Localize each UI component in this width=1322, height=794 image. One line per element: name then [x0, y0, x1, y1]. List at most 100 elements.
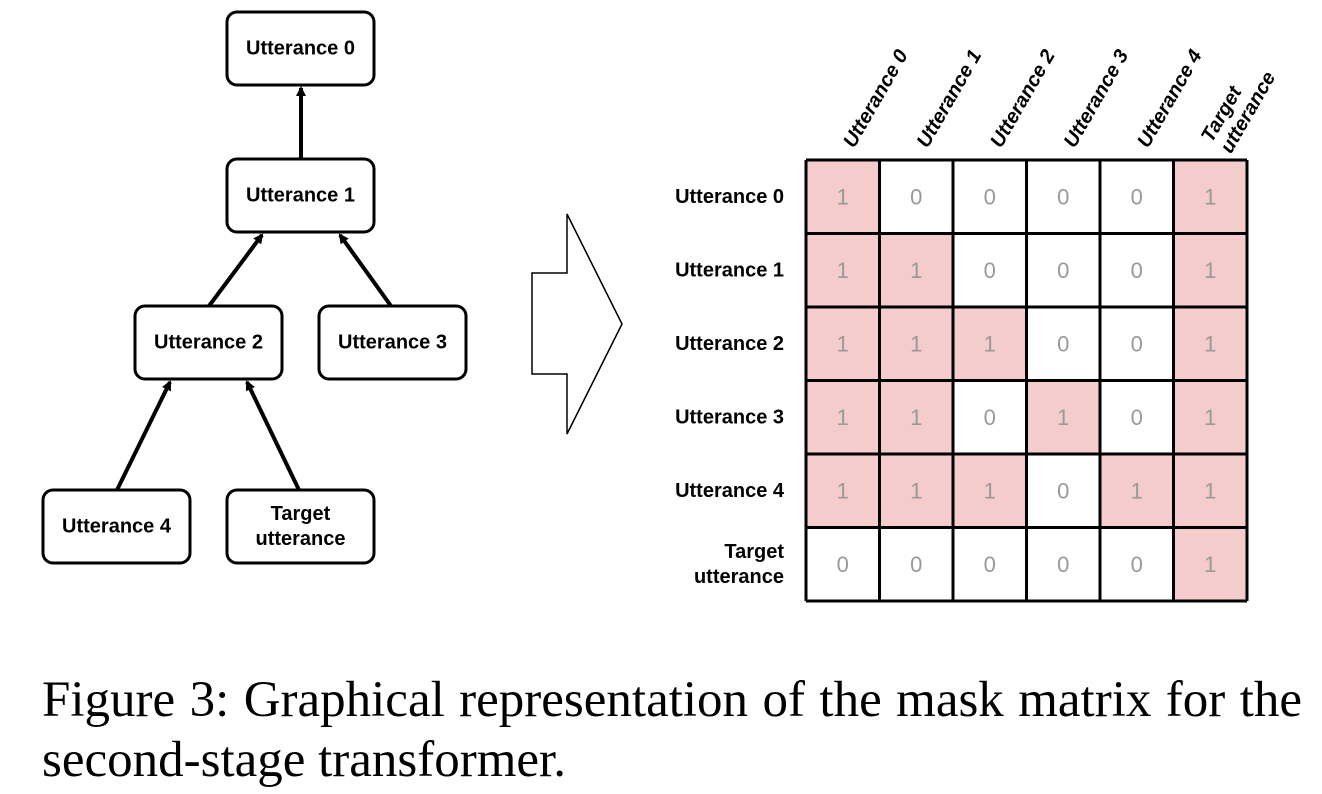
matrix-cell-r2-c1: 1 [879, 307, 953, 381]
matrix-cell-r5-c5: 1 [1173, 527, 1247, 601]
cell-value: 1 [910, 405, 922, 430]
matrix-cell-r1-c4: 0 [1100, 233, 1174, 307]
cell-fill [806, 527, 880, 601]
edge-target-to-u2 [245, 380, 301, 491]
cell-fill [1100, 380, 1174, 454]
node-box [225, 157, 376, 234]
cell-value: 1 [910, 258, 922, 283]
matrix-cell-r4-c2: 1 [953, 454, 1027, 528]
matrix-cell-r1-c0: 1 [806, 233, 880, 307]
matrix-cell-r2-c5: 1 [1173, 307, 1247, 381]
cell-fill [1026, 233, 1100, 307]
matrix-cell-r5-c1: 0 [879, 527, 953, 601]
cell-value: 0 [910, 552, 922, 577]
cell-fill [953, 527, 1027, 601]
cell-fill [1100, 160, 1174, 234]
cell-fill [953, 454, 1027, 528]
matrix-cell-r3-c0: 1 [806, 380, 880, 454]
edge-u2-to-u1 [207, 233, 264, 308]
cell-value: 1 [1204, 478, 1216, 503]
matrix-cell-r5-c2: 0 [953, 527, 1027, 601]
cell-value: 0 [910, 184, 922, 209]
matrix-cell-r0-c1: 0 [879, 160, 953, 234]
tree-node-u1: Utterance 1 [225, 157, 376, 234]
matrix-cell-r5-c3: 0 [1026, 527, 1100, 601]
cell-value: 1 [837, 331, 849, 356]
node-label: Utterance 3 [338, 332, 447, 354]
column-label-text: Utterance 3 [1060, 46, 1134, 151]
cell-fill [879, 307, 953, 381]
matrix-cell-r2-c2: 1 [953, 307, 1027, 381]
cell-value: 0 [984, 258, 996, 283]
row-label-0: Utterance 0 [675, 186, 784, 208]
matrix-cell-r3-c4: 0 [1100, 380, 1174, 454]
column-label-text: Utterance 1 [913, 46, 987, 151]
node-label: Utterance 2 [154, 332, 263, 354]
matrix-cell-r0-c3: 0 [1026, 160, 1100, 234]
tree-node-u4: Utterance 4 [41, 488, 192, 565]
row-label-4: Utterance 4 [675, 480, 785, 502]
row-label-3: Utterance 3 [675, 406, 784, 428]
matrix-cell-r2-c0: 1 [806, 307, 880, 381]
cell-fill [1100, 307, 1174, 381]
row-label-text: Utterance 1 [675, 259, 784, 281]
matrix-cell-r4-c1: 1 [879, 454, 953, 528]
matrix-cell-r4-c5: 1 [1173, 454, 1247, 528]
matrix-cell-r3-c1: 1 [879, 380, 953, 454]
node-label: Utterance 1 [246, 185, 355, 207]
row-label-text: Utterance 4 [675, 480, 785, 502]
column-label-0: Utterance 0 [839, 46, 913, 151]
node-box [225, 10, 376, 87]
matrix-cell-r3-c5: 1 [1173, 380, 1247, 454]
cell-fill [1100, 527, 1174, 601]
matrix-cell-r5-c4: 0 [1100, 527, 1174, 601]
cell-fill [1100, 233, 1174, 307]
cell-value: 1 [910, 331, 922, 356]
column-label-text: Utterance 4 [1133, 46, 1207, 151]
matrix-cell-r0-c4: 0 [1100, 160, 1174, 234]
tree-node-u2: Utterance 2 [133, 304, 284, 381]
cell-value: 1 [837, 405, 849, 430]
matrix-cell-r5-c0: 0 [806, 527, 880, 601]
cell-fill [806, 307, 880, 381]
dependency-tree: Utterance 0 Utterance 1 Utterance 2 Utteran… [41, 10, 468, 565]
column-label-1: Utterance 1 [913, 46, 987, 151]
cell-fill [1173, 454, 1247, 528]
cell-fill [953, 233, 1027, 307]
cell-fill [1173, 160, 1247, 234]
cell-value: 1 [837, 184, 849, 209]
cell-fill [1173, 527, 1247, 601]
cell-value: 0 [1131, 258, 1143, 283]
cell-fill [879, 160, 953, 234]
edge-u4-to-u2 [115, 380, 172, 491]
matrix-cell-r1-c1: 1 [879, 233, 953, 307]
cell-fill [1173, 233, 1247, 307]
cell-fill [806, 160, 880, 234]
cell-fill [879, 527, 953, 601]
cell-value: 1 [984, 478, 996, 503]
row-label-text: Utterance 0 [675, 186, 784, 208]
cell-fill [1026, 307, 1100, 381]
node-box [225, 488, 376, 565]
cell-value: 0 [1057, 258, 1069, 283]
cell-value: 1 [910, 478, 922, 503]
cell-value: 0 [984, 405, 996, 430]
matrix-cell-r3-c2: 0 [953, 380, 1027, 454]
cell-fill [953, 160, 1027, 234]
cell-value: 1 [1131, 478, 1143, 503]
tree-node-u0: Utterance 0 [225, 10, 376, 87]
cell-value: 0 [984, 552, 996, 577]
matrix-cell-r3-c3: 1 [1026, 380, 1100, 454]
cell-value: 0 [1057, 552, 1069, 577]
matrix-cell-r4-c3: 0 [1026, 454, 1100, 528]
cell-value: 0 [1057, 478, 1069, 503]
cell-fill [879, 380, 953, 454]
column-label-text: Utterance 0 [839, 46, 913, 151]
cell-value: 1 [1204, 552, 1216, 577]
cell-value: 1 [837, 478, 849, 503]
cell-value: 1 [1204, 405, 1216, 430]
